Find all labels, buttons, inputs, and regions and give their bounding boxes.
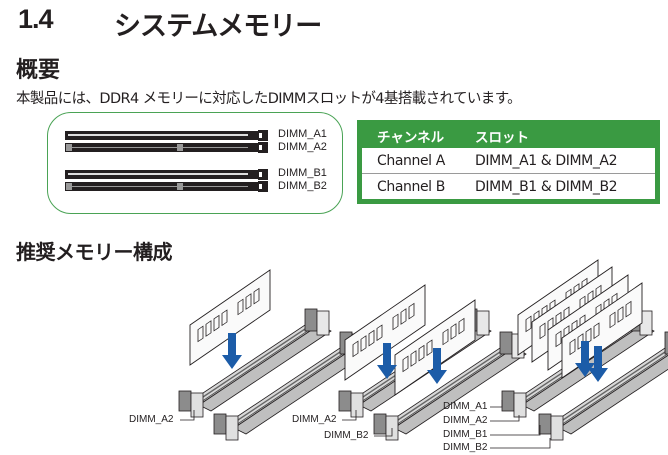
header-channel: チャンネル [377, 130, 445, 146]
config-2-label: DIMM_B2 [324, 430, 369, 441]
slot-dimm-a1 [65, 130, 268, 141]
slot-dimm-b2 [65, 181, 268, 192]
dimm-slot-diagram: DIMM_A1 DIMM_A2 DIMM_B1 DIMM_B2 [47, 112, 343, 214]
cell-channel: Channel B [377, 178, 445, 195]
overview-heading: 概要 [16, 58, 61, 83]
section-number: 1.4 [18, 4, 54, 34]
recommended-heading: 推奨メモリー構成 [16, 240, 173, 264]
slot-dimm-a2 [65, 142, 268, 153]
config-3-label: DIMM_A1 [443, 401, 488, 412]
slot-label: DIMM_A1 [278, 128, 327, 140]
cell-channel: Channel A [377, 152, 445, 169]
slot-dimm-b1 [65, 169, 268, 180]
config-3-label: DIMM_B1 [443, 429, 488, 440]
config-2-illustration [338, 284, 527, 441]
header-slot: スロット [475, 130, 529, 146]
table-row: Channel B DIMM_B1 & DIMM_B2 [362, 173, 655, 199]
config-1-label: DIMM_A2 [129, 414, 174, 425]
config-1-illustration [178, 269, 367, 441]
table-row: Channel A DIMM_A1 & DIMM_A2 [362, 148, 655, 173]
config-3-label: DIMM_A2 [443, 415, 488, 426]
config-3-label: DIMM_B2 [443, 442, 488, 453]
slot-label: DIMM_B1 [278, 167, 327, 179]
section-title: システムメモリー [114, 11, 322, 42]
config-2-label: DIMM_A2 [292, 414, 337, 425]
cell-slots: DIMM_A1 & DIMM_A2 [475, 152, 618, 169]
overview-text: 本製品には、DDR4 メモリーに対応したDIMMスロットが4基搭載されています。 [16, 91, 522, 107]
slot-label: DIMM_A2 [278, 141, 327, 153]
cell-slots: DIMM_B1 & DIMM_B2 [475, 178, 618, 195]
channel-table: チャンネル スロット Channel A DIMM_A1 & DIMM_A2 C… [357, 120, 660, 204]
slot-label: DIMM_B2 [278, 180, 327, 192]
config-3-illustration [490, 259, 668, 449]
table-header: チャンネル スロット [362, 124, 655, 148]
